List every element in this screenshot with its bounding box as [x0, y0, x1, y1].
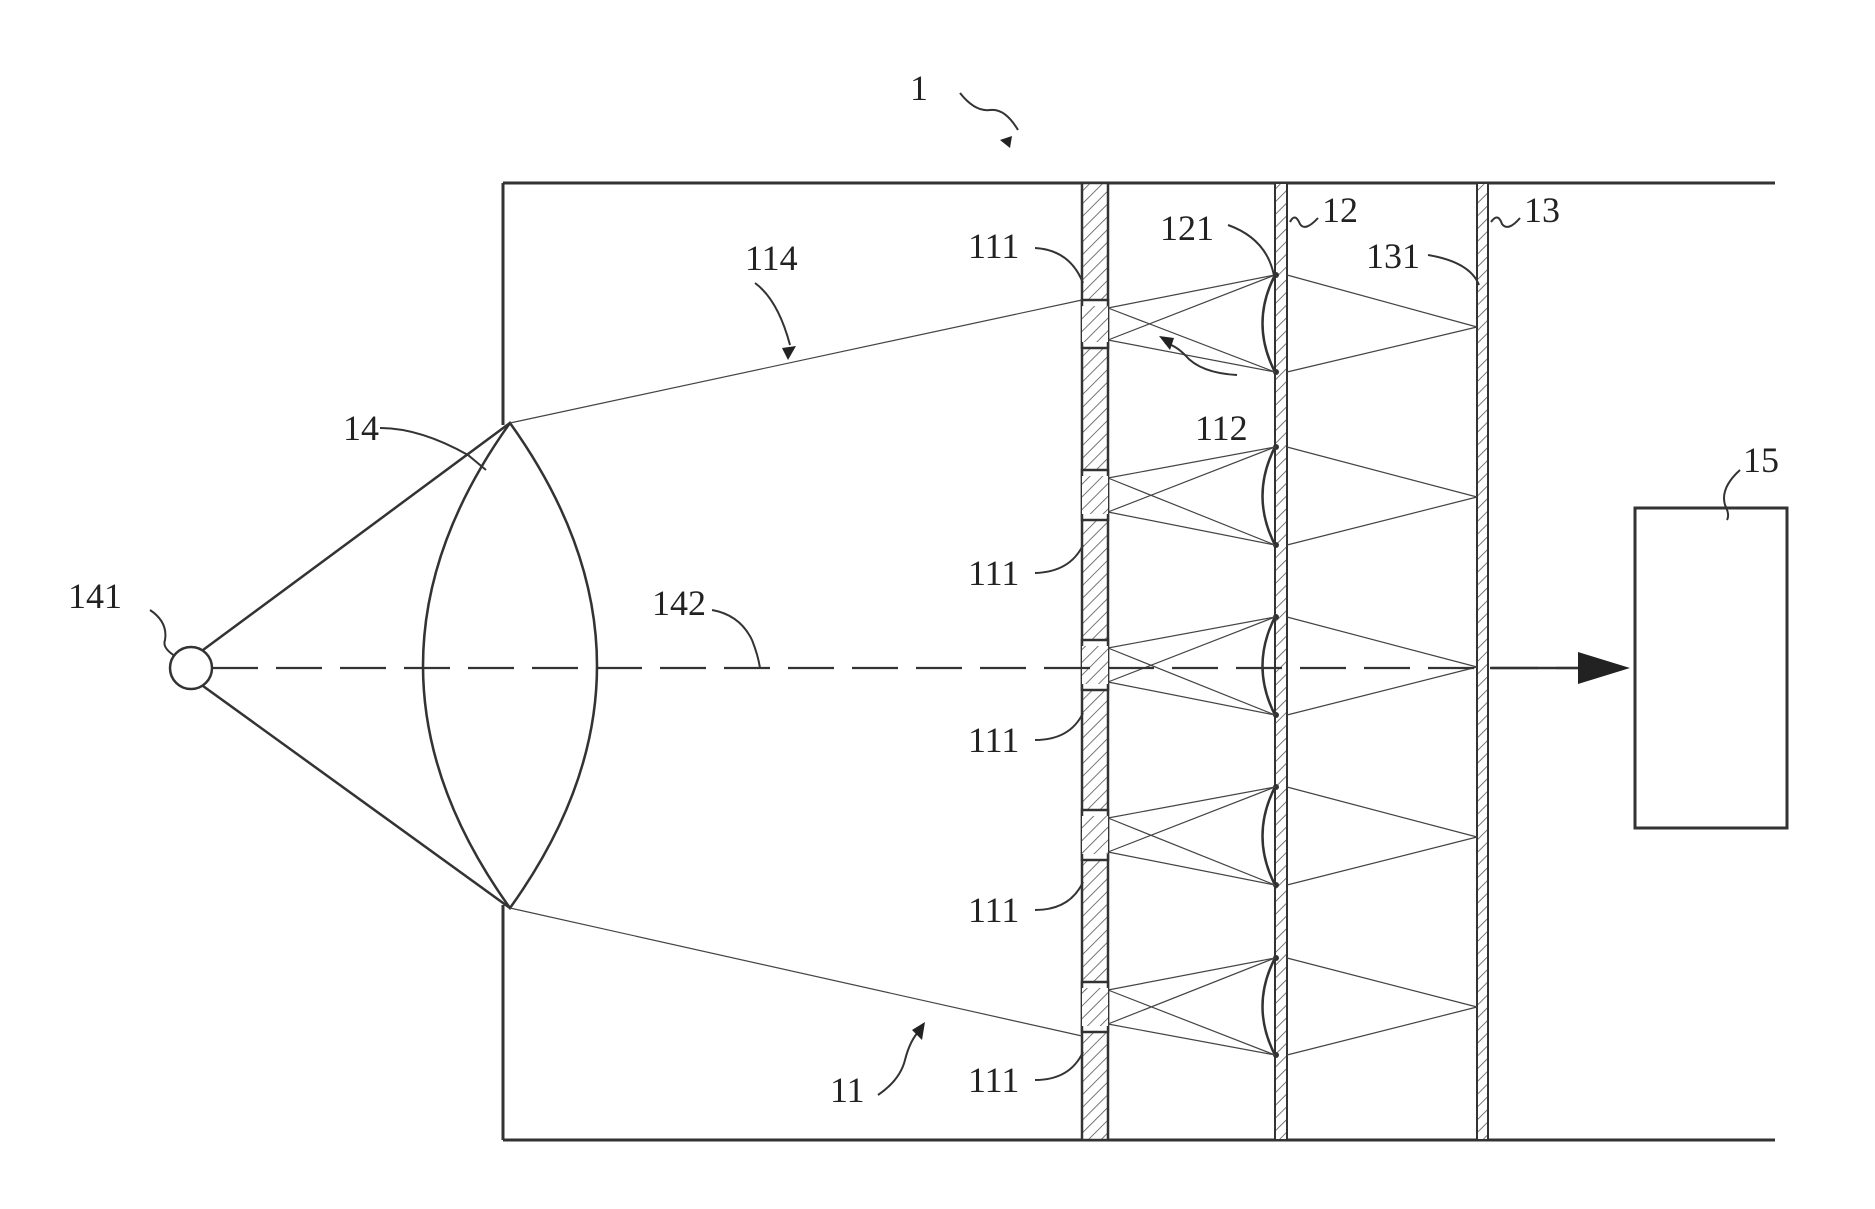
cell-ray	[1108, 617, 1275, 682]
optical-axis-142	[212, 652, 1630, 684]
microlens	[1263, 275, 1276, 372]
label-112: 112	[1195, 408, 1248, 448]
label-111-c: 111	[968, 720, 1019, 760]
label-1: 1	[910, 68, 928, 108]
light-source-141	[170, 647, 212, 689]
reference-labels: 1 111 114 121 12 13 131 14 112 15 141 14…	[68, 68, 1779, 1110]
focus-ray	[1287, 787, 1477, 837]
label-142: 142	[652, 583, 706, 623]
emission-cone	[203, 423, 510, 908]
cell-ray	[1108, 787, 1275, 818]
focus-ray	[1287, 497, 1477, 545]
leader-lines	[150, 93, 1740, 1095]
label-13: 13	[1524, 190, 1560, 230]
microlens	[1263, 958, 1276, 1055]
aperture-fill	[1082, 476, 1108, 514]
layer-13	[1477, 183, 1488, 1140]
focus-ray	[1287, 327, 1477, 372]
aperture-fill	[1082, 646, 1108, 684]
label-111-b: 111	[968, 553, 1019, 593]
cell-ray	[1108, 617, 1275, 648]
light-rays	[1108, 275, 1477, 1055]
aperture-plate-11	[1082, 183, 1108, 1140]
microlens	[1263, 617, 1276, 715]
cell-ray	[1108, 340, 1275, 372]
label-111-d: 111	[968, 890, 1019, 930]
label-141: 141	[68, 576, 122, 616]
sensor-15	[1635, 508, 1787, 828]
microlens	[1263, 787, 1276, 885]
cell-ray	[1108, 958, 1275, 990]
cell-ray	[1108, 682, 1275, 715]
cell-ray	[1108, 852, 1275, 885]
cell-ray	[1108, 447, 1275, 478]
label-111-top: 111	[968, 226, 1019, 266]
leader-arrow	[1159, 336, 1174, 350]
focus-ray	[1287, 837, 1477, 885]
focus-ray	[1287, 958, 1477, 1007]
focus-ray	[1287, 667, 1477, 715]
cell-ray	[1108, 648, 1275, 715]
aperture-fill	[1082, 306, 1108, 342]
aperture-fill	[1082, 988, 1108, 1026]
focus-ray	[1287, 275, 1477, 327]
cell-ray	[1108, 447, 1275, 512]
focus-ray	[1287, 617, 1477, 667]
cell-ray	[1108, 275, 1275, 340]
lens-14	[423, 423, 597, 908]
cell-ray	[1108, 1024, 1275, 1055]
cell-ray	[1108, 478, 1275, 545]
cell-ray	[1108, 818, 1275, 885]
arrow-head	[1578, 652, 1630, 684]
focus-ray	[1287, 1007, 1477, 1055]
label-111-e: 111	[968, 1060, 1019, 1100]
cell-ray	[1108, 512, 1275, 545]
label-131: 131	[1366, 236, 1420, 276]
microlens	[1263, 447, 1276, 545]
microlens-layer-12	[1263, 183, 1288, 1140]
cell-ray	[1108, 787, 1275, 852]
label-11: 11	[830, 1070, 865, 1110]
cell-ray	[1108, 958, 1275, 1024]
leader-arrow	[1000, 136, 1012, 148]
focus-ray	[1287, 447, 1477, 497]
label-15: 15	[1743, 440, 1779, 480]
label-14: 14	[343, 408, 379, 448]
cell-ray	[1108, 275, 1275, 308]
leader-arrow	[782, 346, 796, 360]
label-12: 12	[1322, 190, 1358, 230]
label-121: 121	[1160, 208, 1214, 248]
label-114: 114	[745, 238, 798, 278]
aperture-fill	[1082, 816, 1108, 854]
cell-ray	[1108, 990, 1275, 1055]
